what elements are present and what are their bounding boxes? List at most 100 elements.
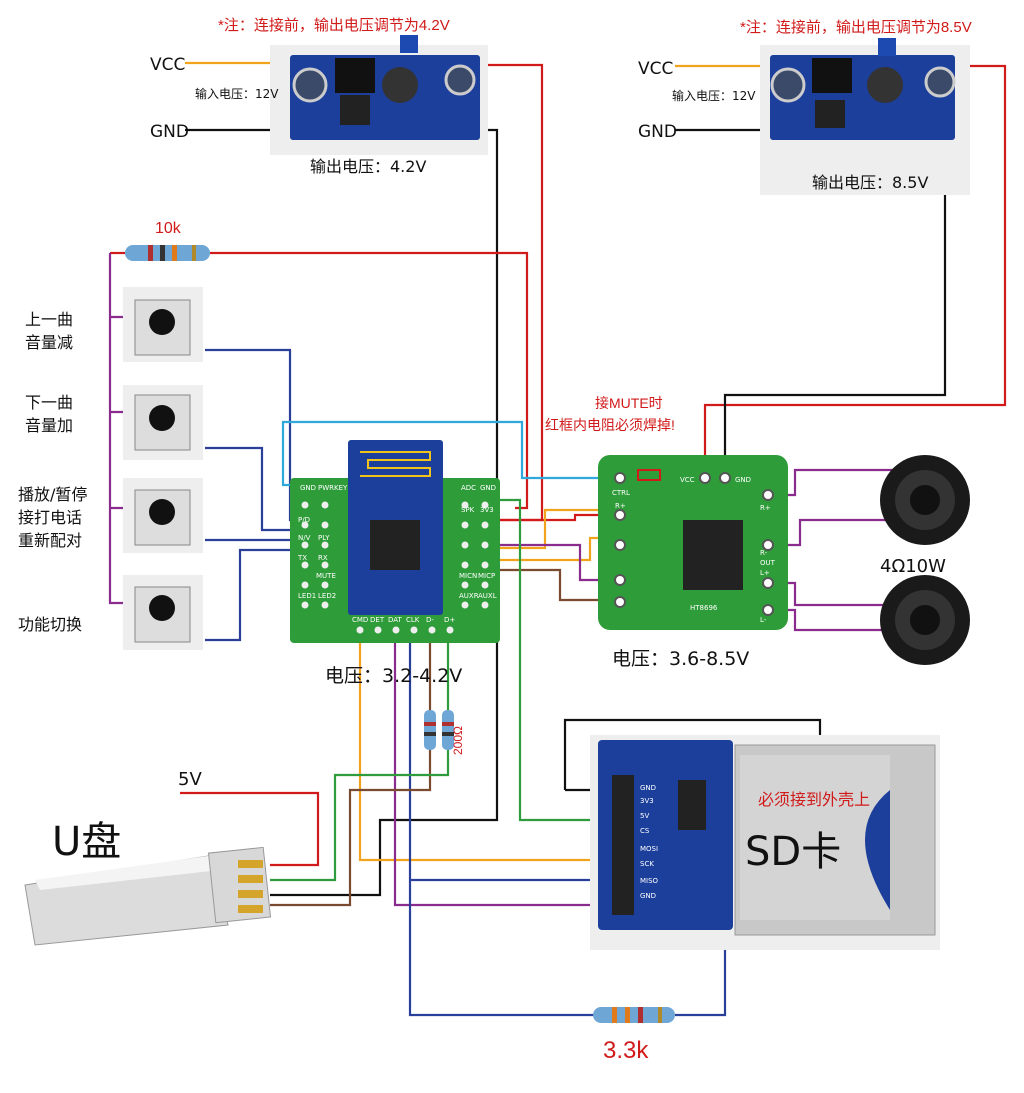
button-3-line1: 播放/暂停 [18, 485, 87, 504]
svg-text:OUT: OUT [760, 559, 776, 567]
wire-4v2-out [480, 63, 544, 522]
right-input-label: 输入电压：12V [672, 88, 756, 103]
svg-text:L-: L- [760, 616, 767, 624]
svg-text:P/D: P/D [298, 516, 310, 524]
button-2-line1: 下一曲 [25, 393, 73, 412]
buck-converter-right [760, 38, 970, 195]
svg-text:R+: R+ [760, 504, 771, 512]
sd-title: SD卡 [745, 829, 841, 875]
tactile-buttons [123, 287, 203, 650]
svg-text:HT8696: HT8696 [690, 604, 718, 612]
right-vcc-label: VCC [638, 59, 673, 79]
resistor-3k3-label: 3.3k [603, 1037, 649, 1064]
speaker-top [880, 455, 970, 545]
svg-text:SPK: SPK [461, 506, 475, 514]
wire-btn4 [205, 548, 305, 642]
svg-text:MICP: MICP [478, 572, 495, 580]
left-vcc-label: VCC [150, 55, 185, 75]
svg-text:GND: GND [300, 484, 316, 492]
svg-text:L+: L+ [760, 569, 770, 577]
left-input-label: 输入电压：12V [195, 86, 279, 101]
svg-text:LED2: LED2 [318, 592, 336, 600]
svg-text:CMD: CMD [352, 616, 368, 624]
button-4-line1: 功能切换 [18, 615, 82, 634]
svg-text:MICN: MICN [459, 572, 477, 580]
svg-text:5V: 5V [640, 812, 649, 820]
button-3-line2: 接打电话 [18, 508, 82, 527]
resistor-10k [125, 245, 210, 261]
amplifier-board: CTRL VCC GND R+ R+ R- OUT L+ L- HT8696 [598, 455, 788, 630]
resistor-200-label: 200Ω [451, 726, 465, 755]
svg-text:CS: CS [640, 827, 650, 835]
mute-note-1: 接MUTE时 [595, 395, 663, 411]
svg-text:AUXL: AUXL [478, 592, 497, 600]
resistors-200 [424, 710, 454, 750]
svg-text:ADC: ADC [461, 484, 476, 492]
svg-text:GND: GND [735, 476, 751, 484]
wire-ctrl [281, 420, 610, 487]
usb-title: U盘 [52, 819, 121, 865]
svg-text:GND: GND [480, 484, 496, 492]
labels: *注：连接前，输出电压调节为4.2V *注：连接前，输出电压调节为8.5V VC… [18, 17, 972, 1064]
svg-text:MUTE: MUTE [316, 572, 336, 580]
button-1-line2: 音量减 [25, 333, 73, 352]
svg-text:N/V: N/V [298, 534, 311, 542]
svg-text:D+: D+ [444, 616, 455, 624]
svg-text:MOSI: MOSI [640, 845, 658, 853]
amp-voltage-label: 电压：3.6-8.5V [612, 648, 749, 670]
svg-text:DET: DET [370, 616, 385, 624]
right-output-label: 输出电压：8.5V [812, 173, 928, 192]
resistor-10k-label: 10k [155, 220, 182, 237]
svg-text:3V3: 3V3 [480, 506, 494, 514]
svg-text:3V3: 3V3 [640, 797, 654, 805]
svg-text:PLY: PLY [318, 534, 330, 542]
right-note: *注：连接前，输出电压调节为8.5V [740, 19, 972, 36]
svg-text:CTRL: CTRL [612, 489, 630, 497]
button-1 [123, 287, 203, 362]
buck-converter-left [270, 35, 488, 155]
wire-5v [180, 791, 320, 867]
speaker-bottom [880, 575, 970, 665]
button-3-line3: 重新配对 [18, 531, 82, 550]
wire-gnd-amp [723, 140, 947, 478]
button-1-line1: 上一曲 [25, 310, 73, 329]
wire-gnd-out-left [270, 128, 499, 897]
svg-text:VCC: VCC [680, 476, 695, 484]
wire-btn2 [205, 446, 305, 532]
svg-text:DAT: DAT [388, 616, 403, 624]
svg-text:LED1: LED1 [298, 592, 316, 600]
svg-text:AUXR: AUXR [459, 592, 479, 600]
bluetooth-module: GND PWRKEY P/D N/V PLY TX RX MUTE LED1 L… [290, 440, 500, 643]
left-note: *注：连接前，输出电压调节为4.2V [218, 17, 450, 34]
svg-text:R-: R- [760, 549, 768, 557]
button-2 [123, 385, 203, 460]
usb-5v-label: 5V [178, 769, 202, 790]
bt-voltage-label: 电压：3.2-4.2V [325, 665, 462, 687]
button-2-line2: 音量加 [25, 416, 73, 435]
svg-text:TX: TX [297, 554, 307, 562]
wire-btn-common [108, 253, 125, 605]
svg-text:MISO: MISO [640, 877, 659, 885]
wire-8v5-out [703, 64, 1007, 478]
speakers [880, 455, 970, 665]
mute-resistor-box [637, 469, 661, 481]
left-output-label: 输出电压：4.2V [310, 157, 426, 176]
svg-text:R+: R+ [615, 502, 626, 510]
speaker-label: 4Ω10W [880, 556, 946, 577]
svg-text:CLK: CLK [406, 616, 420, 624]
svg-text:PWRKEY: PWRKEY [318, 484, 348, 492]
svg-text:GND: GND [640, 892, 656, 900]
usb-drive [24, 846, 272, 946]
sd-module: GND 3V3 5V CS MOSI SCK MISO GND [590, 735, 940, 950]
wire-gnd-green [495, 498, 610, 822]
left-gnd-label: GND [150, 122, 189, 142]
right-gnd-label: GND [638, 122, 677, 142]
mute-note-2: 红框内电阻必须焊掉! [545, 417, 675, 433]
button-4 [123, 575, 203, 650]
svg-text:GND: GND [640, 784, 656, 792]
svg-text:SCK: SCK [640, 860, 654, 868]
button-3 [123, 478, 203, 553]
sd-shell-note: 必须接到外壳上 [758, 791, 870, 809]
svg-text:D-: D- [426, 616, 434, 624]
